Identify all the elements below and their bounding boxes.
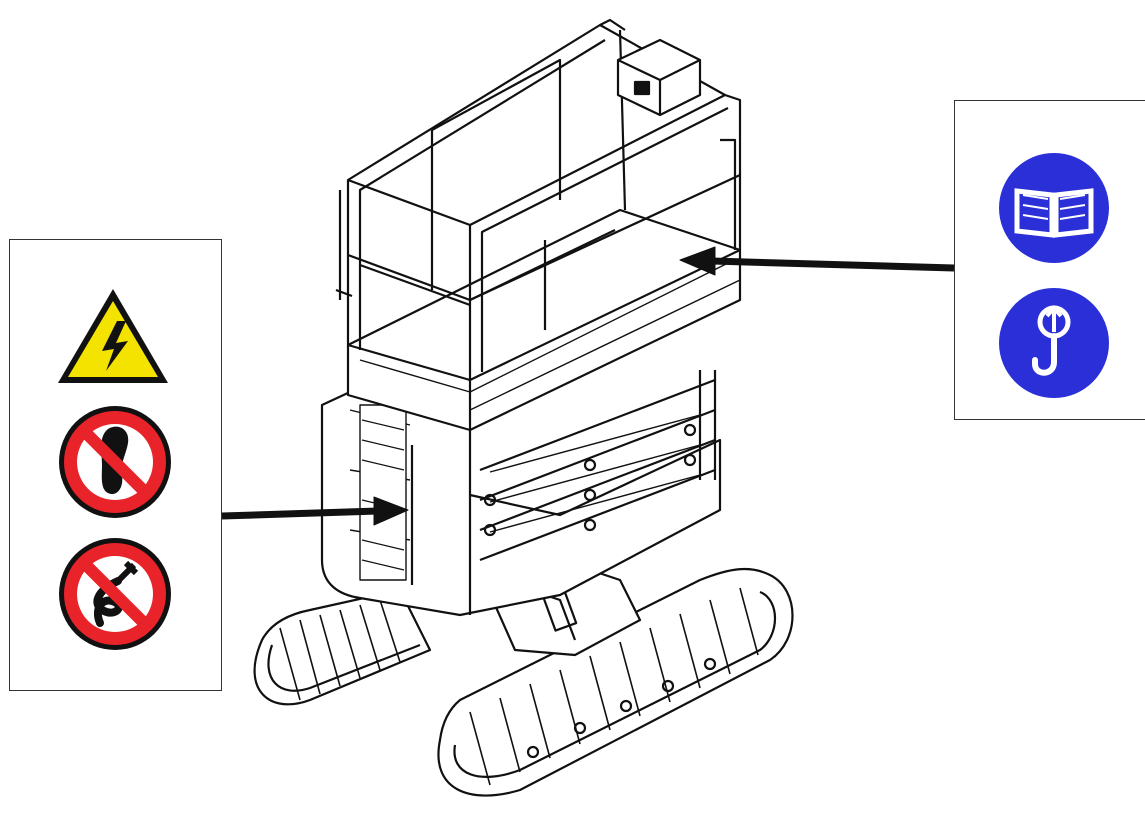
pointer-arrows bbox=[221, 246, 955, 526]
right-decal-panel bbox=[954, 100, 1145, 420]
electrical-hazard-icon bbox=[58, 289, 168, 383]
no-stepping-icon bbox=[59, 406, 171, 518]
read-manual-icon bbox=[999, 153, 1109, 263]
right-track bbox=[437, 567, 794, 797]
lifting-point-icon bbox=[999, 288, 1109, 398]
scissor-stack bbox=[479, 370, 717, 562]
guard-rails bbox=[335, 18, 742, 380]
left-decal-panel bbox=[9, 239, 222, 691]
left-track bbox=[253, 588, 432, 706]
control-box bbox=[616, 38, 702, 117]
no-pressure-wash-icon bbox=[59, 538, 171, 650]
